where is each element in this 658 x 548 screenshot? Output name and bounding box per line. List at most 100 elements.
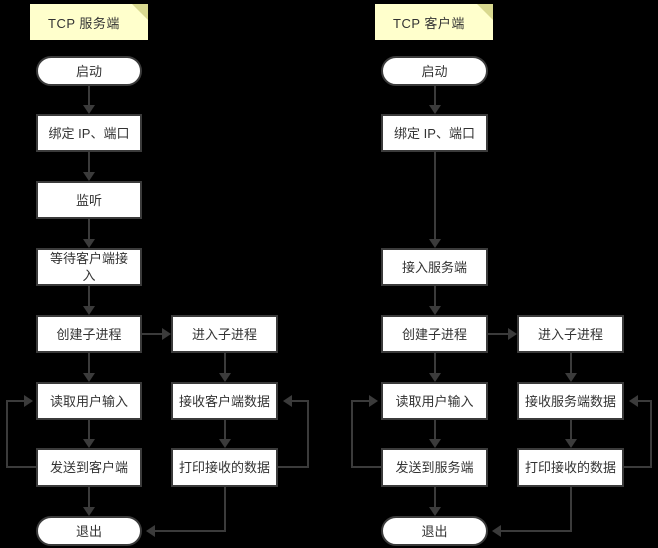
client-node-start-label: 启动 (421, 63, 448, 79)
client-arrowhead-exit-from-print (492, 525, 501, 537)
client-node-connect-label: 接入服务端 (401, 259, 467, 275)
client-loop-arrowhead-recv (629, 395, 638, 407)
server-node-read-input[interactable]: 读取用户输入 (36, 382, 142, 420)
server-node-listen-label: 监听 (75, 192, 102, 208)
server-node-read-input-label: 读取用户输入 (49, 393, 128, 409)
note-tcp-server: TCP 服务端 (30, 4, 148, 40)
client-node-read-input-label: 读取用户输入 (395, 393, 474, 409)
client-node-recv[interactable]: 接收服务端数据 (517, 382, 624, 420)
server-node-start[interactable]: 启动 (36, 56, 142, 86)
client-edge-fork-child (488, 333, 510, 335)
server-edge-read-send (88, 420, 90, 439)
server-edge-fork-read (88, 353, 90, 373)
server-loop-riser (6, 400, 8, 468)
client-node-send-label: 发送到服务端 (395, 460, 474, 475)
client-node-bind[interactable]: 绑定 IP、端口 (381, 114, 488, 152)
client-edge-recv-print (570, 420, 572, 439)
client-arrowhead-send (429, 439, 441, 448)
note-tcp-server-label: TCP 服务端 (48, 15, 120, 31)
client-arrowhead-print (565, 439, 577, 448)
server-arrowhead-exit-from-print (146, 525, 155, 537)
client-loop-riser (351, 400, 353, 468)
server-node-exit[interactable]: 退出 (36, 516, 142, 546)
server-arrowhead-child-process (162, 328, 171, 340)
client-node-print[interactable]: 打印接收的数据 (517, 448, 624, 487)
server-node-recv[interactable]: 接收客户端数据 (171, 382, 278, 420)
server-node-print[interactable]: 打印接收的数据 (171, 448, 278, 487)
client-edge-child-recv (570, 353, 572, 373)
server-edge-accept-fork (88, 286, 90, 306)
server-arrowhead-bind (83, 105, 95, 114)
server-node-fork[interactable]: 创建子进程 (36, 315, 142, 353)
server-node-exit-label: 退出 (75, 523, 102, 539)
client-loop-send-out (351, 466, 383, 468)
client-node-send[interactable]: 发送到服务端 (381, 448, 488, 487)
server-node-recv-label: 接收客户端数据 (179, 393, 271, 409)
note-tcp-client: TCP 客户端 (375, 4, 493, 40)
client-arrowhead-recv (565, 373, 577, 382)
client-node-exit-label: 退出 (421, 523, 448, 539)
server-node-accept[interactable]: 等待客户端接入 (36, 248, 142, 286)
server-loop-arrowhead-read (24, 395, 33, 407)
client-node-read-input[interactable]: 读取用户输入 (381, 382, 488, 420)
server-arrowhead-read (83, 373, 95, 382)
server-edge-print-exit-h (155, 530, 225, 532)
client-node-fork[interactable]: 创建子进程 (381, 315, 488, 353)
client-loop-arrowhead-read (369, 395, 378, 407)
server-edge-child-recv (224, 353, 226, 373)
server-node-child-process[interactable]: 进入子进程 (171, 315, 278, 353)
client-edge-print-exit-v (570, 487, 572, 532)
server-arrowhead-send (83, 439, 95, 448)
server-node-accept-label: 等待客户端接入 (49, 251, 128, 283)
server-node-start-label: 启动 (75, 63, 102, 79)
server-edge-bind-listen (88, 152, 90, 172)
server-node-bind-label: 绑定 IP、端口 (48, 125, 130, 141)
client-arrowhead-child-process (508, 328, 517, 340)
server-loop-riser-right (307, 400, 309, 468)
client-edge-start-bind (434, 86, 436, 105)
client-node-recv-label: 接收服务端数据 (525, 393, 617, 409)
server-edge-send-exit (88, 487, 90, 507)
server-edge-fork-child (142, 333, 164, 335)
server-node-listen[interactable]: 监听 (36, 181, 142, 219)
server-arrowhead-print (219, 439, 231, 448)
note-fold-icon (132, 4, 148, 20)
server-arrowhead-fork (83, 306, 95, 315)
client-loop-print-out (624, 466, 652, 468)
server-loop-send-out (6, 466, 38, 468)
client-arrowhead-bind (429, 105, 441, 114)
client-loop-read-in (351, 400, 371, 402)
client-loop-riser-right (650, 400, 652, 468)
client-node-exit[interactable]: 退出 (381, 516, 488, 546)
server-arrowhead-recv (219, 373, 231, 382)
client-arrowhead-connect (429, 239, 441, 248)
server-edge-print-exit-v (224, 487, 226, 532)
server-node-send[interactable]: 发送到客户端 (36, 448, 142, 487)
server-node-bind[interactable]: 绑定 IP、端口 (36, 114, 142, 152)
client-arrowhead-read (429, 373, 441, 382)
note-tcp-client-label: TCP 客户端 (393, 15, 465, 31)
client-arrowhead-fork (429, 306, 441, 315)
server-node-child-process-label: 进入子进程 (191, 326, 257, 342)
server-arrowhead-accept (83, 239, 95, 248)
client-node-connect[interactable]: 接入服务端 (381, 248, 488, 286)
server-edge-recv-print (224, 420, 226, 439)
client-node-start[interactable]: 启动 (381, 56, 488, 86)
note-fold-icon (477, 4, 493, 20)
client-node-child-process[interactable]: 进入子进程 (517, 315, 624, 353)
client-edge-bind-connect (434, 152, 436, 239)
server-loop-read-in (6, 400, 26, 402)
client-node-child-process-label: 进入子进程 (537, 326, 603, 342)
server-arrowhead-exit (83, 507, 95, 516)
server-arrowhead-listen (83, 172, 95, 181)
client-node-fork-label: 创建子进程 (401, 326, 467, 342)
client-loop-recv-in (636, 400, 652, 402)
client-arrowhead-exit (429, 507, 441, 516)
server-loop-recv-in (290, 400, 309, 402)
client-edge-print-exit-h (501, 530, 572, 532)
client-edge-read-send (434, 420, 436, 439)
client-node-bind-label: 绑定 IP、端口 (394, 125, 475, 141)
client-edge-connect-fork (434, 286, 436, 306)
client-edge-send-exit (434, 487, 436, 507)
